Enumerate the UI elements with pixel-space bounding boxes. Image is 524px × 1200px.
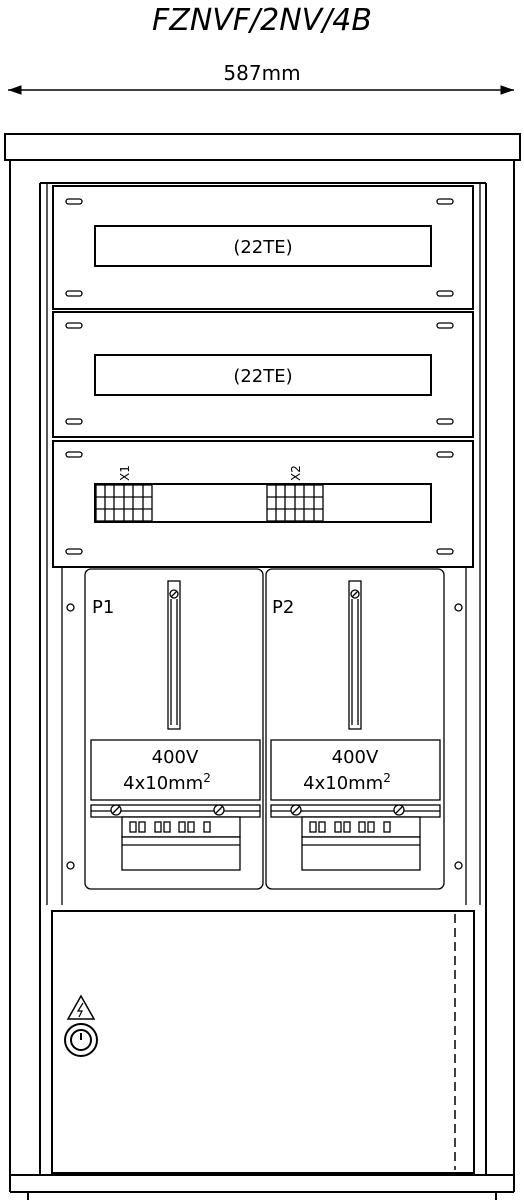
meter-carrier-rail bbox=[348, 580, 362, 730]
panel-1-label-strip bbox=[94, 225, 432, 267]
meter-field-p1-label: P1 bbox=[92, 597, 114, 618]
width-dimension: 587mm bbox=[8, 61, 514, 95]
panel-2-label: (22TE) bbox=[233, 366, 292, 387]
meter-carrier-rail bbox=[167, 580, 181, 730]
lock-icon[interactable] bbox=[64, 1023, 98, 1057]
panel-1-label: (22TE) bbox=[233, 237, 292, 258]
high-voltage-warning-icon bbox=[66, 994, 96, 1020]
terminal-x1-label: X1 bbox=[118, 465, 132, 481]
panel-2: (22TE) bbox=[52, 311, 474, 438]
connection-terminal bbox=[270, 804, 441, 871]
terminal-x2-label: X2 bbox=[289, 465, 303, 481]
mounting-rails bbox=[46, 183, 481, 905]
meter-field-p2-label: P2 bbox=[272, 597, 294, 618]
terminal-panel: X1 X2 bbox=[52, 440, 474, 568]
cabinet-housing bbox=[4, 133, 521, 1200]
meter-field-p2-voltage: 400V bbox=[332, 747, 379, 768]
panel-2-label-strip bbox=[94, 354, 432, 396]
meter-field-p1-cable: 4x10mm2 bbox=[123, 771, 211, 794]
connection-terminal bbox=[90, 804, 261, 871]
cabinet-door bbox=[51, 910, 475, 1174]
panel-1: (22TE) bbox=[52, 185, 474, 310]
terminal-block-x2: X2 bbox=[266, 465, 324, 522]
meter-field-p2: P2 400V 4x10mm2 bbox=[265, 568, 463, 890]
meter-field-p2-cable: 4x10mm2 bbox=[303, 771, 391, 794]
meter-field-p1: P1 400V 4x10mm2 bbox=[66, 568, 264, 890]
width-dimension-label: 587mm bbox=[223, 61, 300, 85]
drawing-title: FZNVF/2NV/4B bbox=[152, 3, 372, 38]
terminal-block-x1: X1 bbox=[95, 465, 153, 522]
meter-field-p1-voltage: 400V bbox=[152, 747, 199, 768]
